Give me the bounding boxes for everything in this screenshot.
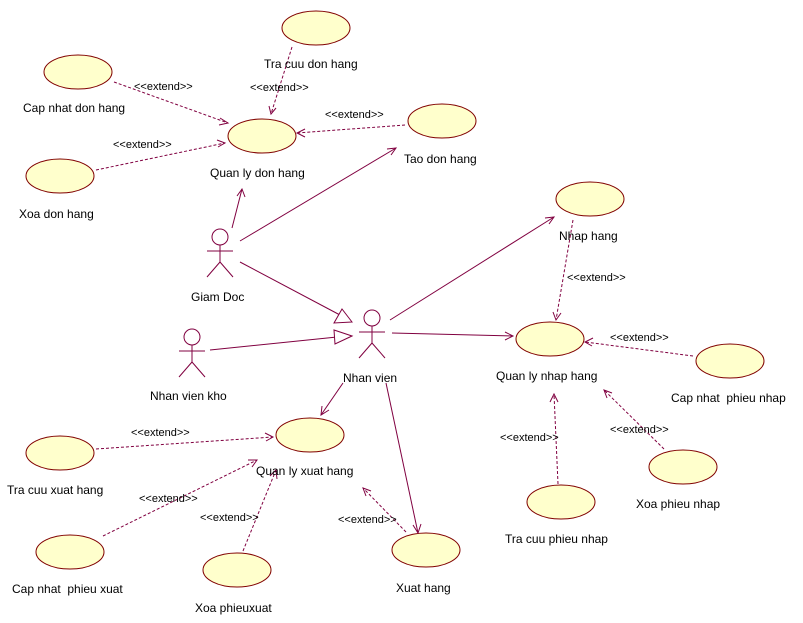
extend-tao-don-hang xyxy=(295,124,406,138)
generalization-nhan-vien-kho-nhan-vien xyxy=(209,329,354,351)
extend-xuat-hang xyxy=(362,487,407,533)
usecase-tra-cuu-phieu-nhap[interactable] xyxy=(526,484,596,520)
stereotype-label: <<extend>> xyxy=(567,272,626,284)
usecase-xuat-hang[interactable] xyxy=(391,532,461,568)
generalization-giam-doc-nhan-vien xyxy=(239,261,353,324)
usecase-xoa-phieuxuat[interactable] xyxy=(202,552,272,588)
usecase-cap-nhat-phieu-nhap[interactable] xyxy=(695,343,765,379)
label-tao-don-hang: Tao don hang xyxy=(404,152,477,166)
stereotype-label: <<extend>> xyxy=(338,514,397,526)
label-tra-cuu-xuat-hang: Tra cuu xuat hang xyxy=(7,483,103,497)
label-xuat-hang: Xuat hang xyxy=(396,581,451,595)
assoc-nhan-vien-xuat-hang xyxy=(385,382,422,535)
label-cap-nhat-phieu-xuat: Cap nhat phieu xuat xyxy=(12,582,123,596)
extend-tra-cuu-phieu-nhap xyxy=(549,392,559,485)
usecase-tra-cuu-xuat-hang[interactable] xyxy=(25,435,95,471)
extend-tra-cuu-xuat-hang xyxy=(95,432,275,450)
usecase-xoa-phieu-nhap[interactable] xyxy=(648,449,718,485)
label-xoa-don-hang: Xoa don hang xyxy=(19,207,94,221)
extend-tra-cuu-don-hang xyxy=(268,46,293,116)
extend-xoa-phieuxuat xyxy=(242,468,278,552)
actor-nhan-vien[interactable] xyxy=(358,309,386,359)
assoc-nhan-vien-quan-ly-xuat-hang xyxy=(320,382,344,416)
extend-cap-nhat-don-hang xyxy=(113,81,230,126)
stereotype-label: <<extend>> xyxy=(610,424,669,436)
usecase-quan-ly-nhap-hang[interactable] xyxy=(515,321,585,357)
label-xoa-phieu-nhap: Xoa phieu nhap xyxy=(636,497,720,511)
stereotype-label: <<extend>> xyxy=(325,109,384,121)
label-tra-cuu-phieu-nhap: Tra cuu phieu nhap xyxy=(505,532,608,546)
assoc-nhan-vien-quan-ly-nhap-hang xyxy=(391,331,515,341)
label-quan-ly-xuat-hang: Quan ly xuat hang xyxy=(256,464,353,478)
label-nhap-hang: Nhap hang xyxy=(559,229,618,243)
actor-giam-doc[interactable] xyxy=(206,228,234,278)
label-cap-nhat-don-hang: Cap nhat don hang xyxy=(23,101,125,115)
label-quan-ly-nhap-hang: Quan ly nhap hang xyxy=(496,369,597,383)
stereotype-label: <<extend>> xyxy=(113,139,172,151)
label-nhan-vien-kho: Nhan vien kho xyxy=(150,389,227,403)
label-quan-ly-don-hang: Quan ly don hang xyxy=(210,166,305,180)
usecase-cap-nhat-phieu-xuat[interactable] xyxy=(35,534,105,570)
assoc-giam-doc-quan-ly-don-hang xyxy=(231,187,246,229)
extend-cap-nhat-phieu-nhap xyxy=(583,337,694,357)
stereotype-label: <<extend>> xyxy=(610,332,669,344)
label-nhan-vien: Nhan vien xyxy=(343,371,397,385)
stereotype-label: <<extend>> xyxy=(200,512,259,524)
assoc-nhan-vien-nhap-hang xyxy=(389,216,556,321)
usecase-tra-cuu-don-hang[interactable] xyxy=(281,10,351,46)
usecase-quan-ly-don-hang[interactable] xyxy=(227,118,297,154)
usecase-cap-nhat-don-hang[interactable] xyxy=(43,54,113,90)
stereotype-label: <<extend>> xyxy=(500,432,559,444)
usecase-xoa-don-hang[interactable] xyxy=(25,158,95,194)
extend-xoa-don-hang xyxy=(95,139,227,171)
label-tra-cuu-don-hang: Tra cuu don hang xyxy=(264,57,358,71)
stereotype-label: <<extend>> xyxy=(139,493,198,505)
extend-nhap-hang xyxy=(552,219,574,322)
stereotype-label: <<extend>> xyxy=(131,427,190,439)
extend-xoa-phieu-nhap xyxy=(603,389,665,450)
usecase-tao-don-hang[interactable] xyxy=(407,103,477,139)
label-cap-nhat-phieu-nhap: Cap nhat phieu nhap xyxy=(671,391,786,405)
usecase-nhap-hang[interactable] xyxy=(555,181,625,217)
usecase-quan-ly-xuat-hang[interactable] xyxy=(275,417,345,453)
actor-nhan-vien-kho[interactable] xyxy=(178,328,206,378)
label-giam-doc: Giam Doc xyxy=(191,290,244,304)
label-xoa-phieuxuat: Xoa phieuxuat xyxy=(195,601,272,615)
stereotype-label: <<extend>> xyxy=(134,81,193,93)
assoc-giam-doc-tao-don-hang xyxy=(239,147,398,242)
stereotype-label: <<extend>> xyxy=(250,82,309,94)
extend-cap-nhat-phieu-xuat xyxy=(102,459,258,537)
